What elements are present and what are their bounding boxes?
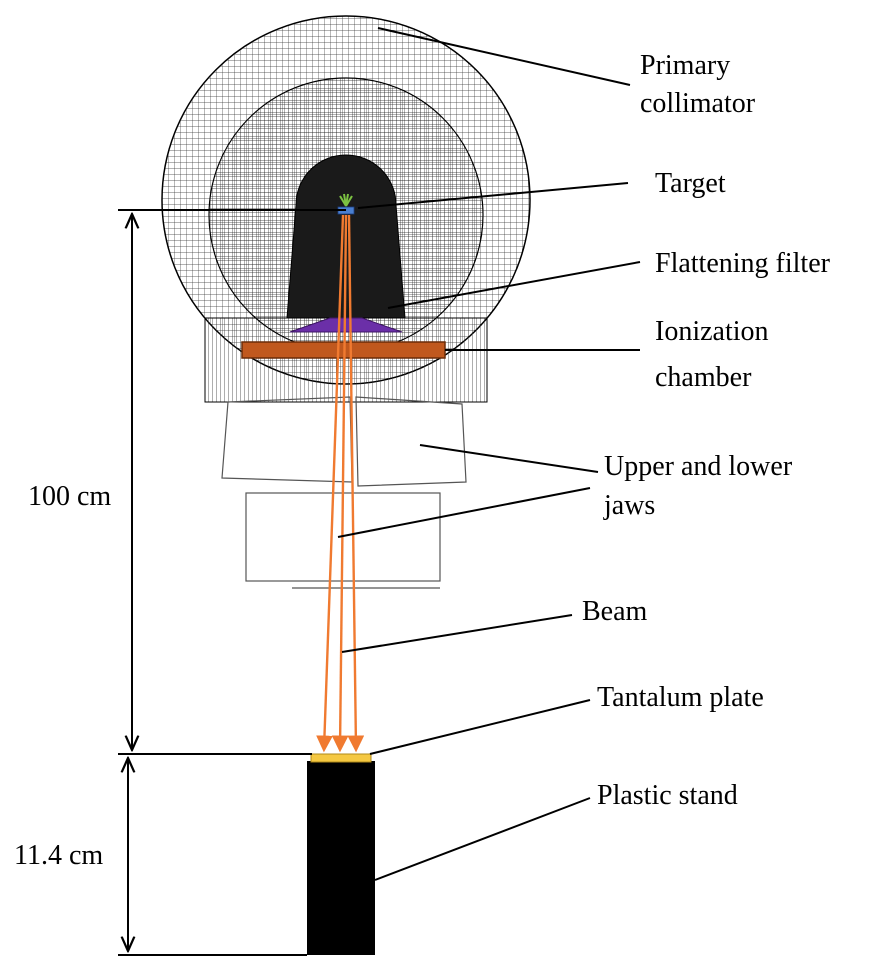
label-beam: Beam: [582, 596, 648, 627]
dimension-lines: [118, 209, 346, 956]
leader-lines: [337, 27, 641, 881]
labels: Primary collimator Target Flattening fil…: [14, 50, 831, 871]
label-primary-collimator-line2: collimator: [640, 88, 756, 119]
target-spray: [339, 193, 353, 207]
label-ionization-chamber-line1: Ionization: [655, 316, 769, 347]
leader-tantalum-plate: [369, 699, 591, 755]
label-100cm: 100 cm: [28, 481, 111, 512]
label-jaws-line1: Upper and lower: [604, 451, 793, 482]
label-tantalum-plate: Tantalum plate: [597, 682, 764, 713]
leader-flattening-filter: [387, 261, 641, 309]
label-ionization-chamber-line2: chamber: [655, 362, 752, 393]
leader-plastic-stand: [374, 797, 591, 881]
flattening-filter-shape: [289, 317, 403, 333]
upper-jaw-right: [355, 396, 467, 487]
label-primary-collimator-line1: Primary: [640, 50, 730, 81]
beam-ray-center: [331, 214, 349, 753]
label-11-4cm: 11.4 cm: [14, 840, 103, 871]
tantalum-plate-block: [310, 753, 372, 763]
label-flattening-filter: Flattening filter: [655, 248, 831, 279]
leader-beam: [341, 614, 573, 653]
beam-rays: [316, 214, 365, 753]
label-jaws-line2: jaws: [603, 490, 655, 521]
label-target: Target: [655, 168, 726, 199]
label-plastic-stand: Plastic stand: [597, 780, 738, 811]
leader-upper-jaw: [419, 444, 599, 473]
beam-ray-left: [316, 214, 345, 753]
upper-jaw-left: [221, 396, 353, 483]
leader-primary-collimator: [377, 27, 631, 86]
leader-target: [357, 182, 629, 209]
leader-lower-jaw: [337, 487, 591, 538]
plastic-stand-block: [307, 761, 375, 955]
beam-ray-right: [347, 214, 365, 753]
